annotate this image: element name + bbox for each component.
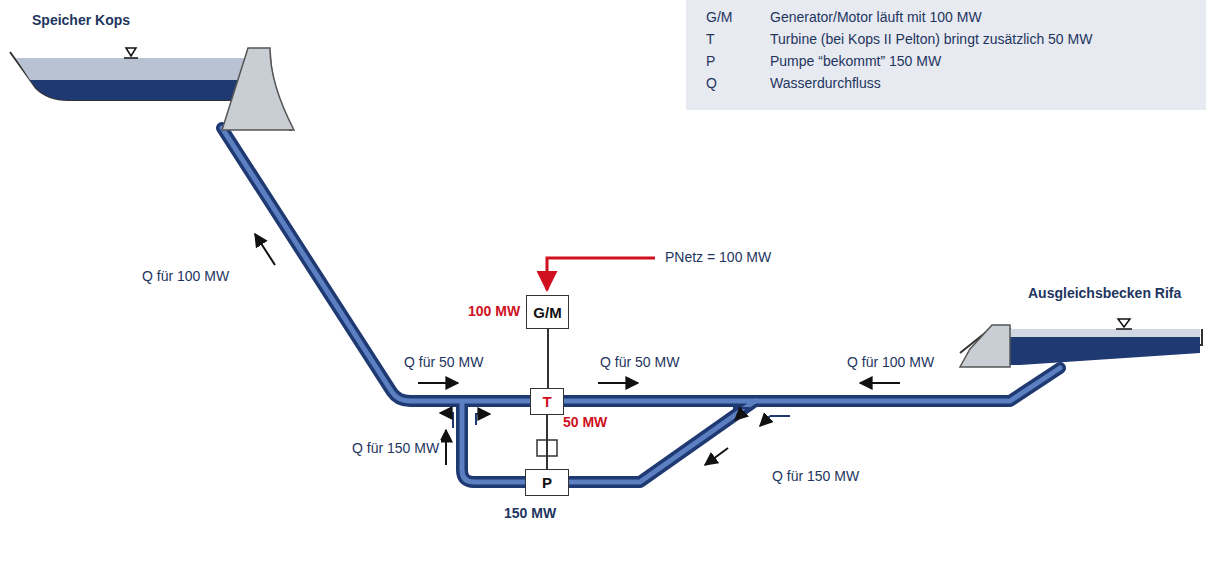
- flow-label: Q für 50 MW: [402, 354, 485, 370]
- reservoir-title: Ausgleichsbecken Rifa: [1028, 285, 1181, 301]
- flow-arrows: [255, 234, 900, 465]
- power-label: PNetz = 100 MW: [665, 249, 771, 265]
- legend-text: Generator/Motor läuft mit 100 MW: [770, 9, 982, 25]
- legend-key: P: [706, 53, 715, 69]
- flow-label: Q für 100 MW: [140, 268, 231, 284]
- branch-arrows: [440, 408, 790, 428]
- legend-key: G/M: [706, 9, 732, 25]
- flow-label: Q für 150 MW: [770, 468, 861, 484]
- grid-arrow: [547, 258, 655, 290]
- pipes: [222, 128, 1060, 482]
- machine-label: G/M: [533, 304, 561, 321]
- machine-box: T: [530, 388, 564, 415]
- power-label: 150 MW: [504, 505, 556, 521]
- reservoir: Speicher Kops: [8, 12, 298, 140]
- pipes-inner: [222, 128, 1060, 482]
- reservoir-shape: [8, 12, 298, 140]
- legend-key: Q: [706, 75, 717, 91]
- legend-text: Pumpe “bekommt” 150 MW: [770, 53, 941, 69]
- machine-box: G/M: [526, 295, 569, 329]
- power-label: 100 MW: [468, 303, 520, 319]
- machine-label: P: [542, 474, 552, 491]
- legend-text: Wasserdurchfluss: [770, 75, 881, 91]
- reservoir-title: Speicher Kops: [32, 12, 130, 28]
- flow-label: Q für 100 MW: [845, 354, 936, 370]
- flow-label: Q für 50 MW: [598, 354, 681, 370]
- machine-box: P: [525, 469, 569, 496]
- power-label: 50 MW: [563, 414, 607, 430]
- flow-label: Q für 150 MW: [350, 440, 441, 456]
- machine-label: T: [542, 393, 551, 410]
- legend-key: T: [706, 31, 715, 47]
- reservoir: Ausgleichsbecken Rifa: [950, 285, 1206, 385]
- shaft-line: [547, 329, 549, 388]
- legend-text: Turbine (bei Kops II Pelton) bringt zusä…: [770, 31, 1092, 47]
- shaft-line: [546, 415, 548, 469]
- legend-panel: [686, 0, 1206, 110]
